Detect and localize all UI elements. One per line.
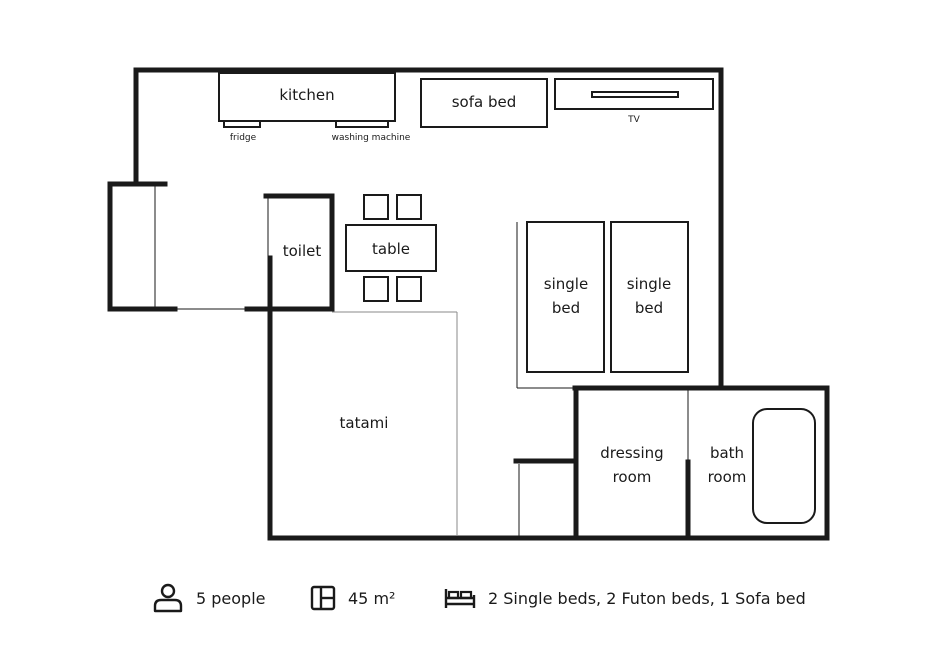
single-bed-1-label-line2: bed xyxy=(552,299,580,317)
beds-text: 2 Single beds, 2 Futon beds, 1 Sofa bed xyxy=(488,588,806,608)
area-item: 45 m² xyxy=(310,580,395,616)
sofa-bed-label: sofa bed xyxy=(452,93,517,111)
tv-label: TV xyxy=(627,115,640,125)
area-text: 45 m² xyxy=(348,588,396,608)
thin-lines xyxy=(154,186,689,536)
people-item: 5 people xyxy=(152,580,266,616)
single-bed-1-label-line1: single xyxy=(544,275,588,293)
toilet-label: toilet xyxy=(283,242,322,260)
floor-plan: kitchen fridge washing machine sofa bed … xyxy=(107,67,830,541)
tatami-label: tatami xyxy=(340,414,389,432)
dressing-room-label-line1: dressing xyxy=(600,444,663,462)
tv-unit: TV xyxy=(554,78,714,125)
dining-table: table xyxy=(345,194,437,302)
kitchen-unit: kitchen fridge washing machine xyxy=(218,72,411,143)
person-icon xyxy=(152,582,184,614)
room-summary: 5 people 45 m² 2 Single beds, 2 Futon be… xyxy=(0,580,940,620)
walls xyxy=(107,67,830,541)
kitchen-label: kitchen xyxy=(279,86,334,104)
bed-icon xyxy=(444,585,476,611)
floorplan-icon xyxy=(310,585,336,611)
single-bed-1: single bed xyxy=(526,221,605,373)
single-bed-2-label-line2: bed xyxy=(635,299,663,317)
beds-item: 2 Single beds, 2 Futon beds, 1 Sofa bed xyxy=(444,580,806,616)
single-bed-2: single bed xyxy=(610,221,689,373)
table-label: table xyxy=(372,240,410,258)
dressing-room-label-line2: room xyxy=(613,468,652,486)
sofa-bed: sofa bed xyxy=(420,78,548,128)
fridge-label: fridge xyxy=(230,133,257,143)
single-bed-2-label-line1: single xyxy=(627,275,671,293)
bath-room-label-line2: room xyxy=(708,468,747,486)
bathtub xyxy=(752,408,816,524)
washing-machine-label: washing machine xyxy=(332,133,411,143)
bath-room-label-line1: bath xyxy=(710,444,744,462)
people-text: 5 people xyxy=(196,588,266,608)
